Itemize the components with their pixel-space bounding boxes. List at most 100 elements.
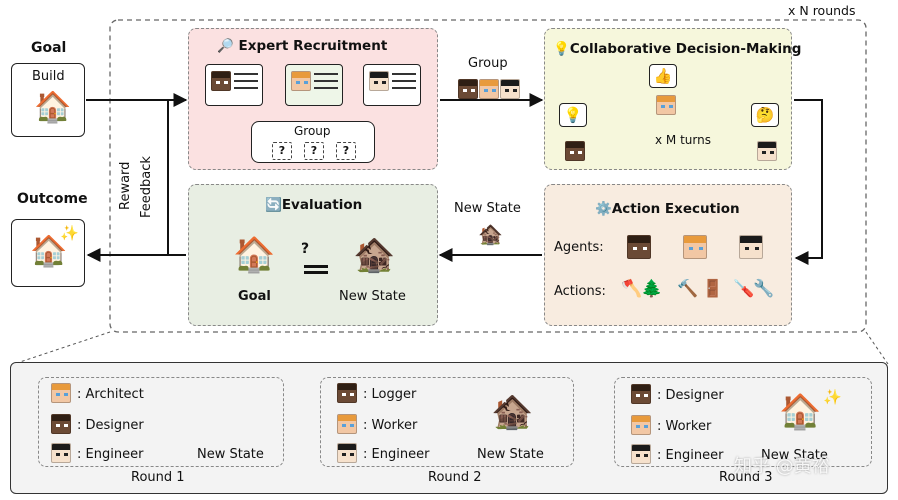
broken-house-icon: 🏚️ xyxy=(478,222,503,246)
unknown-slot-icon: ? xyxy=(304,142,324,160)
evaluation-panel: 🔄Evaluation 🏠 ? 🏚️ Goal New State xyxy=(188,184,438,326)
goal-label: Build xyxy=(32,69,65,84)
round-2-caption: Round 2 xyxy=(428,470,482,485)
logger-face-icon xyxy=(627,235,651,259)
sparkle-icon: ✨ xyxy=(823,388,842,406)
new-state-arrow-label: New State xyxy=(454,201,521,216)
equals-bottom-bar xyxy=(304,271,328,274)
round-2-box: : Logger : Worker : Engineer 🏚️ New Stat… xyxy=(320,377,574,467)
round-1-role-1: : Architect xyxy=(77,387,144,402)
worker-face-icon xyxy=(337,414,357,434)
unknown-slot-icon: ? xyxy=(336,142,356,160)
engineer-face-icon xyxy=(51,443,71,463)
outcome-title: Outcome xyxy=(17,191,88,207)
engineer-face-icon xyxy=(631,444,651,464)
outcome-box: 🏠 ✨ xyxy=(11,219,85,287)
complete-house-icon: 🏠 xyxy=(779,392,822,432)
goal-house-icon: 🏠 xyxy=(233,235,276,275)
round-3-box: : Designer : Worker : Engineer 🏠 ✨ New S… xyxy=(614,377,872,467)
round-2-state-label: New State xyxy=(477,447,544,462)
feedback-line2: Feedback xyxy=(139,156,154,218)
group-box-label: Group xyxy=(294,124,331,138)
round-1-role-2: : Designer xyxy=(77,418,144,433)
logger-face-icon xyxy=(458,79,478,99)
collab-title: Collaborative Decision-Making xyxy=(569,41,802,57)
equals-top-bar xyxy=(304,265,328,268)
round-3-role-1: : Designer xyxy=(657,388,724,403)
round-2-role-3: : Engineer xyxy=(363,447,430,462)
eval-title: Evaluation xyxy=(281,197,363,213)
recruit-title: Expert Recruitment xyxy=(238,38,388,54)
lightbulb-icon: 💡 xyxy=(553,41,570,57)
house-icon: 🏠 xyxy=(34,90,72,125)
eval-title-row: 🔄Evaluation xyxy=(265,197,362,213)
group-arrow-label: Group xyxy=(468,56,508,71)
group-box: Group ? ? ? xyxy=(251,121,375,163)
eval-new-state-label: New State xyxy=(339,289,406,304)
expert-recruitment-panel: 🔎 Expert Recruitment Group ? ? ? xyxy=(188,28,438,170)
round-1-role-3: : Engineer xyxy=(77,447,144,462)
round-2-role-1: : Logger xyxy=(363,387,417,402)
architect-face-icon xyxy=(291,71,311,91)
round-3-caption: Round 3 xyxy=(719,470,773,485)
architect-face-icon xyxy=(656,95,676,115)
thumbs-up-bubble: 👍 xyxy=(649,64,677,88)
engineer-face-icon xyxy=(337,443,357,463)
idea-bubble: 💡 xyxy=(559,103,587,127)
partial-house-icon: 🏚️ xyxy=(491,392,534,432)
worker-face-icon xyxy=(683,235,707,259)
designer-face-icon xyxy=(631,384,651,404)
recruit-title-row: 🔎 Expert Recruitment xyxy=(217,38,387,54)
thumbs-up-icon: 👍 xyxy=(653,67,673,85)
action-title: Action Execution xyxy=(611,201,740,217)
architect-face-icon xyxy=(51,383,71,403)
collaborative-panel: 💡Collaborative Decision-Making 👍 💡 🤔 x M… xyxy=(544,28,801,170)
round-3-state-label: New State xyxy=(761,448,828,463)
eval-goal-label: Goal xyxy=(238,289,271,304)
architect-face-icon xyxy=(479,79,499,99)
logger-face-icon xyxy=(211,71,231,91)
hammer-icon: 🔨 xyxy=(677,279,699,299)
engineer-face-icon xyxy=(739,235,763,259)
logger-face-icon xyxy=(337,383,357,403)
round-1-box: : Architect : Designer : Engineer New St… xyxy=(38,377,284,467)
goal-box: Build 🏠 xyxy=(11,63,85,137)
screwdriver-icon: 🪛 xyxy=(733,279,755,299)
round-2-role-2: : Worker xyxy=(363,418,418,433)
rounds-label: x N rounds xyxy=(788,3,856,18)
expert-card-3 xyxy=(363,64,421,106)
refresh-icon: 🔄 xyxy=(265,197,282,213)
thinking-bubble: 🤔 xyxy=(751,103,779,127)
round-3-role-3: : Engineer xyxy=(657,448,724,463)
thinking-face-icon: 🤔 xyxy=(755,106,775,124)
designer-face-icon xyxy=(51,414,71,434)
gear-icon: ⚙️ xyxy=(595,201,612,217)
logger-face-icon xyxy=(565,141,585,161)
action-title-row: ⚙️Action Execution xyxy=(595,201,740,217)
turns-label: x M turns xyxy=(655,133,711,147)
collab-title-row: 💡Collaborative Decision-Making xyxy=(553,41,801,57)
actions-label: Actions: xyxy=(554,284,606,299)
new-state-house-icon: 🏚️ xyxy=(353,235,396,275)
door-icon: 🚪 xyxy=(702,279,724,299)
tree-icon: 🌲 xyxy=(641,279,663,299)
watermark: 知乎 @黄裕 xyxy=(734,456,830,477)
engineer-face-icon xyxy=(757,141,777,161)
worker-face-icon xyxy=(631,415,651,435)
round-1-state-label: New State xyxy=(197,447,264,462)
finished-house-icon: 🏠 xyxy=(30,234,68,269)
action-execution-panel: ⚙️Action Execution Agents: Actions: 🪓 🌲 … xyxy=(544,184,792,326)
goal-title: Goal xyxy=(31,40,67,56)
lightbulb-icon: 💡 xyxy=(563,106,583,124)
unknown-slot-icon: ? xyxy=(272,142,292,160)
expert-card-1 xyxy=(205,64,263,106)
round-1-caption: Round 1 xyxy=(131,470,185,485)
feedback-line1: Reward xyxy=(118,161,133,210)
compare-question: ? xyxy=(301,241,310,257)
magnifier-icon: 🔎 xyxy=(217,38,234,54)
wrench-icon: 🔧 xyxy=(753,279,775,299)
axe-icon: 🪓 xyxy=(621,279,643,299)
sparkle-icon: ✨ xyxy=(60,224,79,242)
agents-label: Agents: xyxy=(554,240,604,255)
collab-to-action-arrow xyxy=(794,99,823,265)
